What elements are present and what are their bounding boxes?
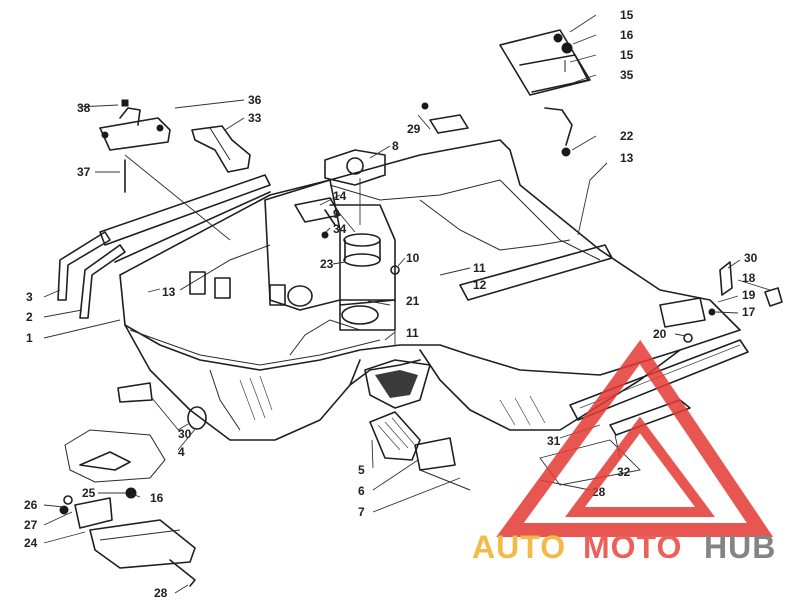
callout-36: 36 [248, 93, 262, 107]
callout-12: 12 [473, 278, 487, 292]
top-right-bracket [421, 29, 591, 157]
callout-37: 37 [77, 165, 91, 179]
lower-left-bracket [59, 429, 196, 587]
intake-filter [369, 411, 471, 491]
callout-15-mid: 15 [620, 48, 634, 62]
callout-24: 24 [24, 536, 38, 550]
callout-16-top: 16 [620, 28, 634, 42]
belly-pan [99, 139, 741, 441]
callout-34: 34 [333, 222, 347, 236]
callout-31: 31 [547, 434, 561, 448]
hinge-bracket-assembly [99, 99, 251, 193]
callout-5: 5 [358, 463, 365, 477]
callout-30-right: 30 [744, 251, 758, 265]
callout-32: 32 [617, 465, 631, 479]
callout-17: 17 [742, 305, 756, 319]
callout-19: 19 [742, 288, 756, 302]
callout-16-bottom: 16 [150, 491, 164, 505]
callout-38: 38 [77, 101, 91, 115]
callout-26: 26 [24, 498, 38, 512]
callout-4: 4 [178, 445, 185, 459]
callout-15-top: 15 [620, 8, 634, 22]
callout-18: 18 [742, 271, 756, 285]
callout-27: 27 [24, 518, 38, 532]
right-side-hardware [659, 261, 783, 343]
callout-1: 1 [26, 331, 33, 345]
callout-11-lower: 11 [406, 326, 419, 340]
callout-2: 2 [26, 310, 33, 324]
callout-35: 35 [620, 68, 634, 82]
callout-13-left: 13 [162, 285, 176, 299]
callout-22: 22 [620, 129, 634, 143]
watermark-text-moto: MOTO [583, 529, 682, 565]
callout-3: 3 [26, 290, 33, 304]
callout-30-left: 30 [178, 427, 192, 441]
callout-33: 33 [248, 111, 262, 125]
callout-25: 25 [82, 486, 96, 500]
callout-7: 7 [358, 505, 365, 519]
callout-28-bottom: 28 [154, 586, 168, 600]
watermark-text-auto: AUTO [472, 529, 566, 565]
watermark-text-hub: HUB [704, 529, 776, 565]
callout-13-right: 13 [620, 151, 634, 165]
filler-neck-assembly [294, 149, 400, 275]
watermark-logo [496, 339, 774, 537]
grommet-and-pad [117, 382, 207, 430]
watermark: AUTO MOTO HUB [472, 339, 776, 565]
callout-23: 23 [320, 257, 334, 271]
callout-11-upper: 11 [473, 261, 486, 275]
callout-6: 6 [358, 484, 365, 498]
callout-8: 8 [392, 139, 399, 153]
callout-9: 9 [333, 207, 340, 221]
callout-21: 21 [406, 294, 420, 308]
grab-handle [57, 231, 126, 319]
callout-20: 20 [653, 327, 667, 341]
callout-29: 29 [407, 122, 421, 136]
callout-10: 10 [406, 251, 420, 265]
callout-14: 14 [333, 189, 347, 203]
